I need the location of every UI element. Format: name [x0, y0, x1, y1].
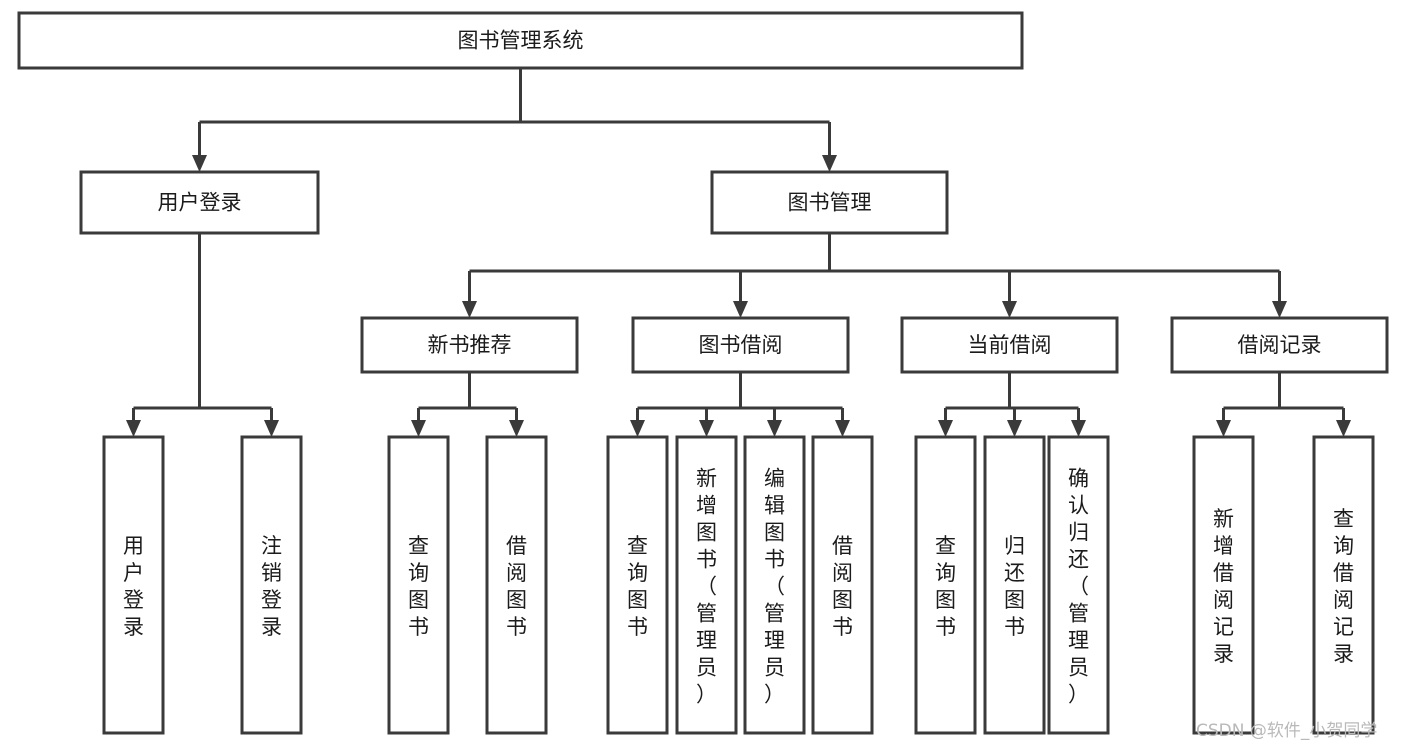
- node-label: 借阅图书: [506, 534, 527, 639]
- node-label: 编辑图书（管理员）: [764, 467, 785, 707]
- node-leaf-borrow-book-1[interactable]: 借阅图书: [485, 435, 548, 735]
- node-label: 借阅图书: [832, 534, 853, 639]
- node-label: 当前借阅: [968, 333, 1052, 357]
- node-leaf-confirm-return[interactable]: 确认归还（管理员）: [1047, 435, 1110, 735]
- branch-bus-record: [1216, 372, 1351, 437]
- node-book-manage[interactable]: 图书管理: [710, 170, 949, 235]
- node-label: 用户登录: [158, 191, 242, 215]
- node-label: 确认归还（管理员）: [1068, 467, 1089, 707]
- node-leaf-add-book[interactable]: 新增图书（管理员）: [675, 435, 738, 735]
- node-leaf-logout[interactable]: 注销登录: [240, 435, 303, 735]
- node-label: 归还图书: [1004, 534, 1025, 639]
- node-label: 查询借阅记录: [1333, 507, 1354, 666]
- node-label: 新增借阅记录: [1213, 507, 1234, 666]
- node-label: 用户登录: [123, 534, 144, 639]
- node-root[interactable]: 图书管理系统: [17, 11, 1024, 70]
- node-layer: 图书管理系统用户登录图书管理新书推荐图书借阅当前借阅借阅记录用户登录注销登录查询…: [17, 11, 1389, 735]
- node-label: 查询图书: [627, 534, 648, 639]
- node-leaf-edit-book[interactable]: 编辑图书（管理员）: [743, 435, 806, 735]
- node-borrow-record[interactable]: 借阅记录: [1170, 316, 1389, 374]
- branch-bus-user: [126, 233, 279, 437]
- node-new-book-rec[interactable]: 新书推荐: [360, 316, 579, 374]
- branch-bus-root: [192, 68, 837, 172]
- csdn-watermark: CSDN @软件_小贺同学: [1196, 721, 1378, 741]
- node-leaf-return-book[interactable]: 归还图书: [983, 435, 1046, 735]
- node-label: 查询图书: [408, 534, 429, 639]
- node-label: 图书借阅: [699, 333, 783, 357]
- branch-bus-rec: [411, 372, 524, 437]
- node-leaf-query-book-1[interactable]: 查询图书: [387, 435, 450, 735]
- node-label: 查询图书: [935, 534, 956, 639]
- connector-layer: [126, 68, 1351, 437]
- branch-bus-current: [938, 372, 1086, 437]
- node-leaf-query-record[interactable]: 查询借阅记录: [1312, 435, 1375, 735]
- node-label: 新增图书（管理员）: [696, 467, 717, 707]
- node-book-borrow[interactable]: 图书借阅: [631, 316, 850, 374]
- branch-bus-borrow: [630, 372, 850, 437]
- node-leaf-user-login[interactable]: 用户登录: [102, 435, 165, 735]
- node-current-borrow[interactable]: 当前借阅: [900, 316, 1119, 374]
- node-label: 图书管理: [788, 191, 872, 215]
- node-label: 注销登录: [261, 534, 282, 639]
- node-leaf-borrow-book-2[interactable]: 借阅图书: [811, 435, 874, 735]
- node-leaf-query-book-3[interactable]: 查询图书: [914, 435, 977, 735]
- node-label: 借阅记录: [1238, 333, 1322, 357]
- node-user-login[interactable]: 用户登录: [79, 170, 320, 235]
- node-label: 新书推荐: [428, 333, 512, 357]
- node-leaf-query-book-2[interactable]: 查询图书: [606, 435, 669, 735]
- node-label: 图书管理系统: [458, 29, 584, 53]
- node-leaf-add-record[interactable]: 新增借阅记录: [1192, 435, 1255, 735]
- branch-bus-book: [462, 233, 1287, 318]
